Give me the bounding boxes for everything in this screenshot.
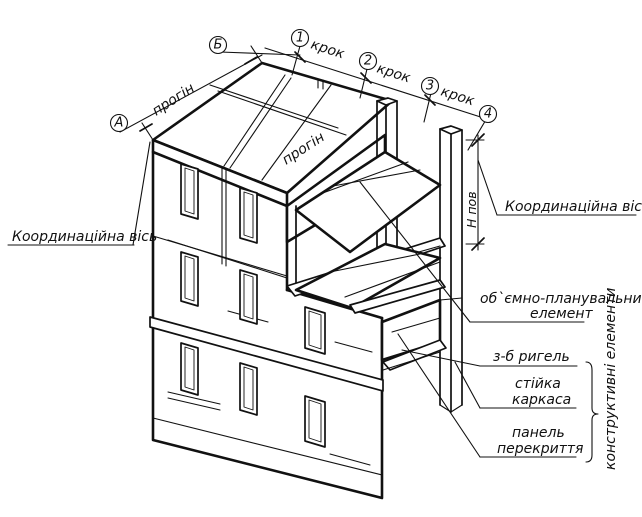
window	[239, 362, 258, 416]
svg-text:2: 2	[364, 54, 372, 69]
axis-marker-B: Б	[208, 35, 228, 55]
label-volume-element-2: елемент	[530, 306, 594, 322]
label-structural-elements: конструктивні елементи	[603, 288, 619, 470]
svg-text:4: 4	[484, 107, 492, 122]
window	[304, 306, 326, 355]
front-facade	[149, 138, 384, 500]
window	[180, 163, 199, 220]
window	[180, 251, 199, 307]
window	[180, 342, 199, 396]
label-beam: з-б ригель	[493, 349, 570, 365]
axis-marker-4: 4	[478, 104, 498, 124]
axis-marker-3: 3	[420, 76, 440, 96]
label-volume-element: об`ємно-планувальний	[480, 291, 642, 307]
axis-marker-A: А	[109, 113, 129, 133]
windows	[180, 163, 326, 448]
label-column: стійка	[515, 376, 561, 392]
dim-floor-height: Н пов	[464, 191, 479, 228]
dim-step-1: крок	[309, 37, 347, 63]
callout-leaders	[7, 141, 637, 463]
floor-panel	[294, 242, 442, 310]
label-coord-axis-left: Координаційна вісь	[12, 229, 157, 245]
label-column-2: каркаса	[512, 392, 571, 408]
label-coord-axis-right: Координаційна вісь	[505, 199, 642, 215]
label-panel: панель	[512, 425, 565, 441]
axis-marker-1: 1	[290, 28, 310, 48]
dimension-lines	[119, 45, 491, 251]
column-frame	[439, 125, 463, 413]
axis-marker-2: 2	[358, 51, 378, 71]
window	[239, 269, 258, 325]
floor-panel	[294, 150, 442, 254]
window	[239, 187, 258, 244]
dim-step-2: крок	[375, 61, 413, 87]
svg-text:1: 1	[296, 31, 304, 46]
window	[304, 395, 326, 448]
svg-text:3: 3	[426, 79, 434, 94]
svg-text:А: А	[114, 116, 124, 131]
svg-text:Б: Б	[214, 38, 223, 53]
open-frame	[285, 97, 463, 413]
label-panel-2: перекриття	[497, 441, 583, 457]
